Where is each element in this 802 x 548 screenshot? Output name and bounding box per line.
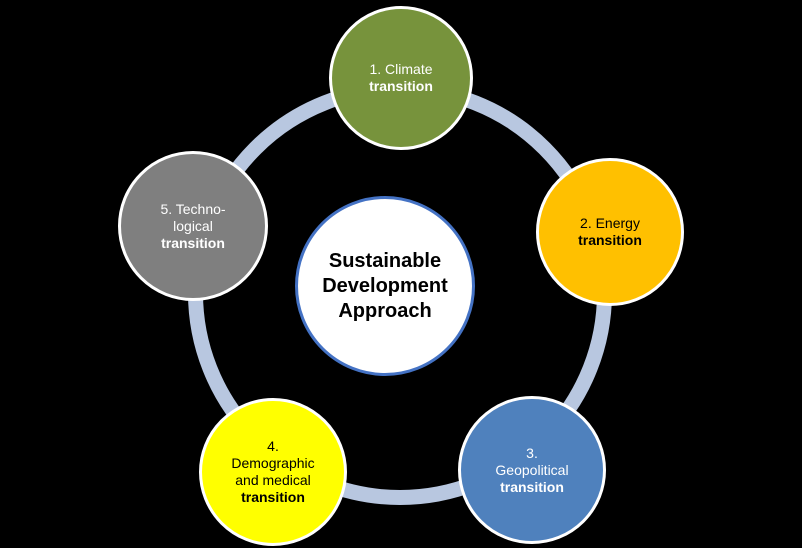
- node-3-title: Geopolitical: [495, 461, 569, 478]
- node-energy-transition: 2. Energy transition: [536, 158, 684, 306]
- node-4-number: 4.: [267, 438, 279, 454]
- node-3-bold: transition: [500, 478, 564, 495]
- node-geopolitical-transition: 3. Geopolitical transition: [458, 396, 606, 544]
- center-line-1: Sustainable: [328, 249, 442, 272]
- node-5-title: 5. Techno-: [160, 200, 226, 217]
- node-2-bold: transition: [578, 232, 642, 248]
- node-4-title: Demographic and medical: [231, 455, 315, 488]
- node-demographic-medical-transition: 4. Demographic and medical transition: [199, 398, 347, 546]
- center-line-3: Approach: [338, 299, 432, 322]
- node-5-bold: transition: [161, 234, 225, 251]
- center-line-2: Development: [322, 274, 448, 297]
- node-4-bold: transition: [241, 489, 305, 505]
- node-1-title: 1. Climate: [369, 61, 433, 77]
- node-5-title-cont: logical: [173, 217, 213, 234]
- node-1-bold: transition: [369, 78, 433, 94]
- center-circle: Sustainable Development Approach: [295, 196, 475, 376]
- node-3-number: 3.: [526, 444, 538, 461]
- node-climate-transition: 1. Climate transition: [329, 6, 473, 150]
- node-2-title: 2. Energy: [580, 215, 640, 231]
- node-technological-transition: 5. Techno- logical transition: [118, 151, 268, 301]
